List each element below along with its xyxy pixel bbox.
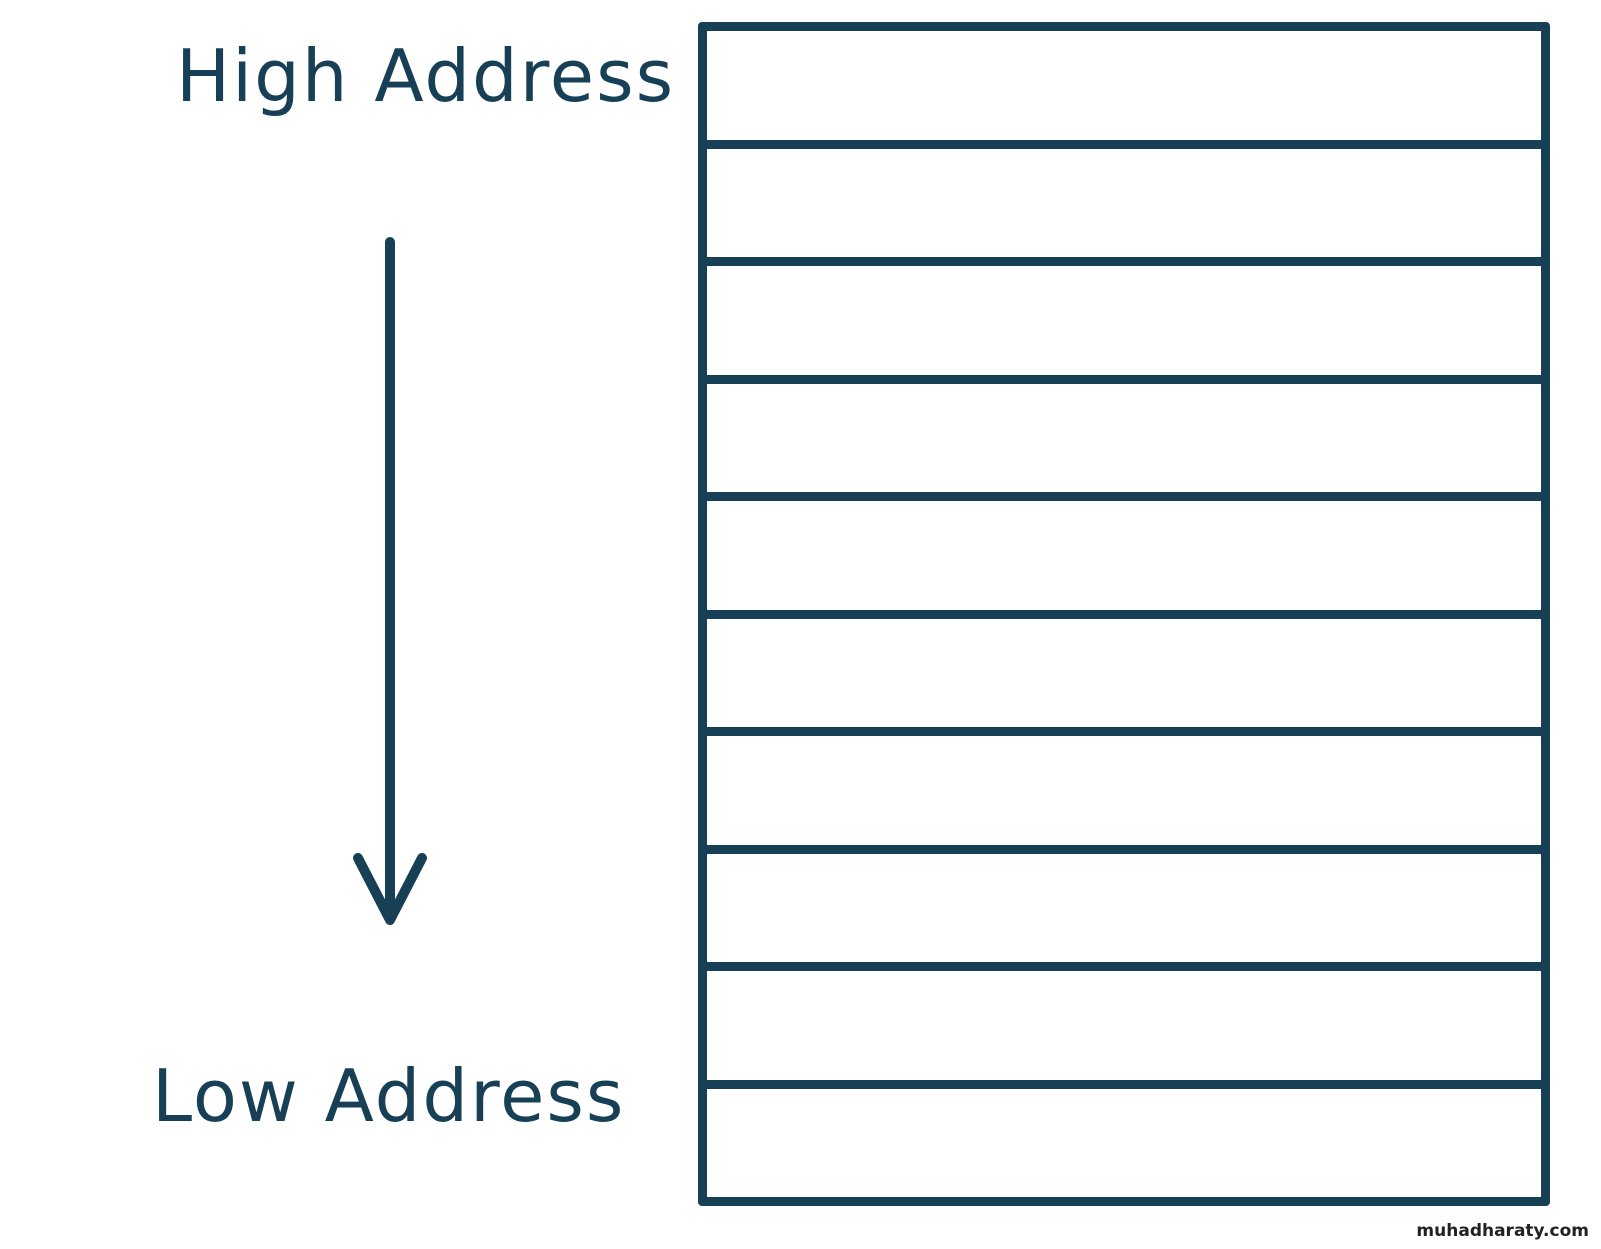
memory-stack <box>698 22 1550 1206</box>
memory-cell <box>707 501 1541 619</box>
memory-cell <box>707 619 1541 736</box>
memory-cell <box>707 149 1541 266</box>
memory-cell <box>707 1089 1541 1198</box>
memory-cell <box>707 31 1541 149</box>
memory-cell <box>707 971 1541 1089</box>
memory-cell <box>707 384 1541 501</box>
memory-cell <box>707 854 1541 971</box>
high-address-label: High Address <box>176 34 676 118</box>
arrow-down-icon <box>353 237 427 925</box>
memory-cell <box>707 266 1541 384</box>
low-address-label: Low Address <box>152 1054 626 1138</box>
memory-cell <box>707 736 1541 854</box>
watermark: muhadharaty.com <box>1416 1221 1589 1241</box>
